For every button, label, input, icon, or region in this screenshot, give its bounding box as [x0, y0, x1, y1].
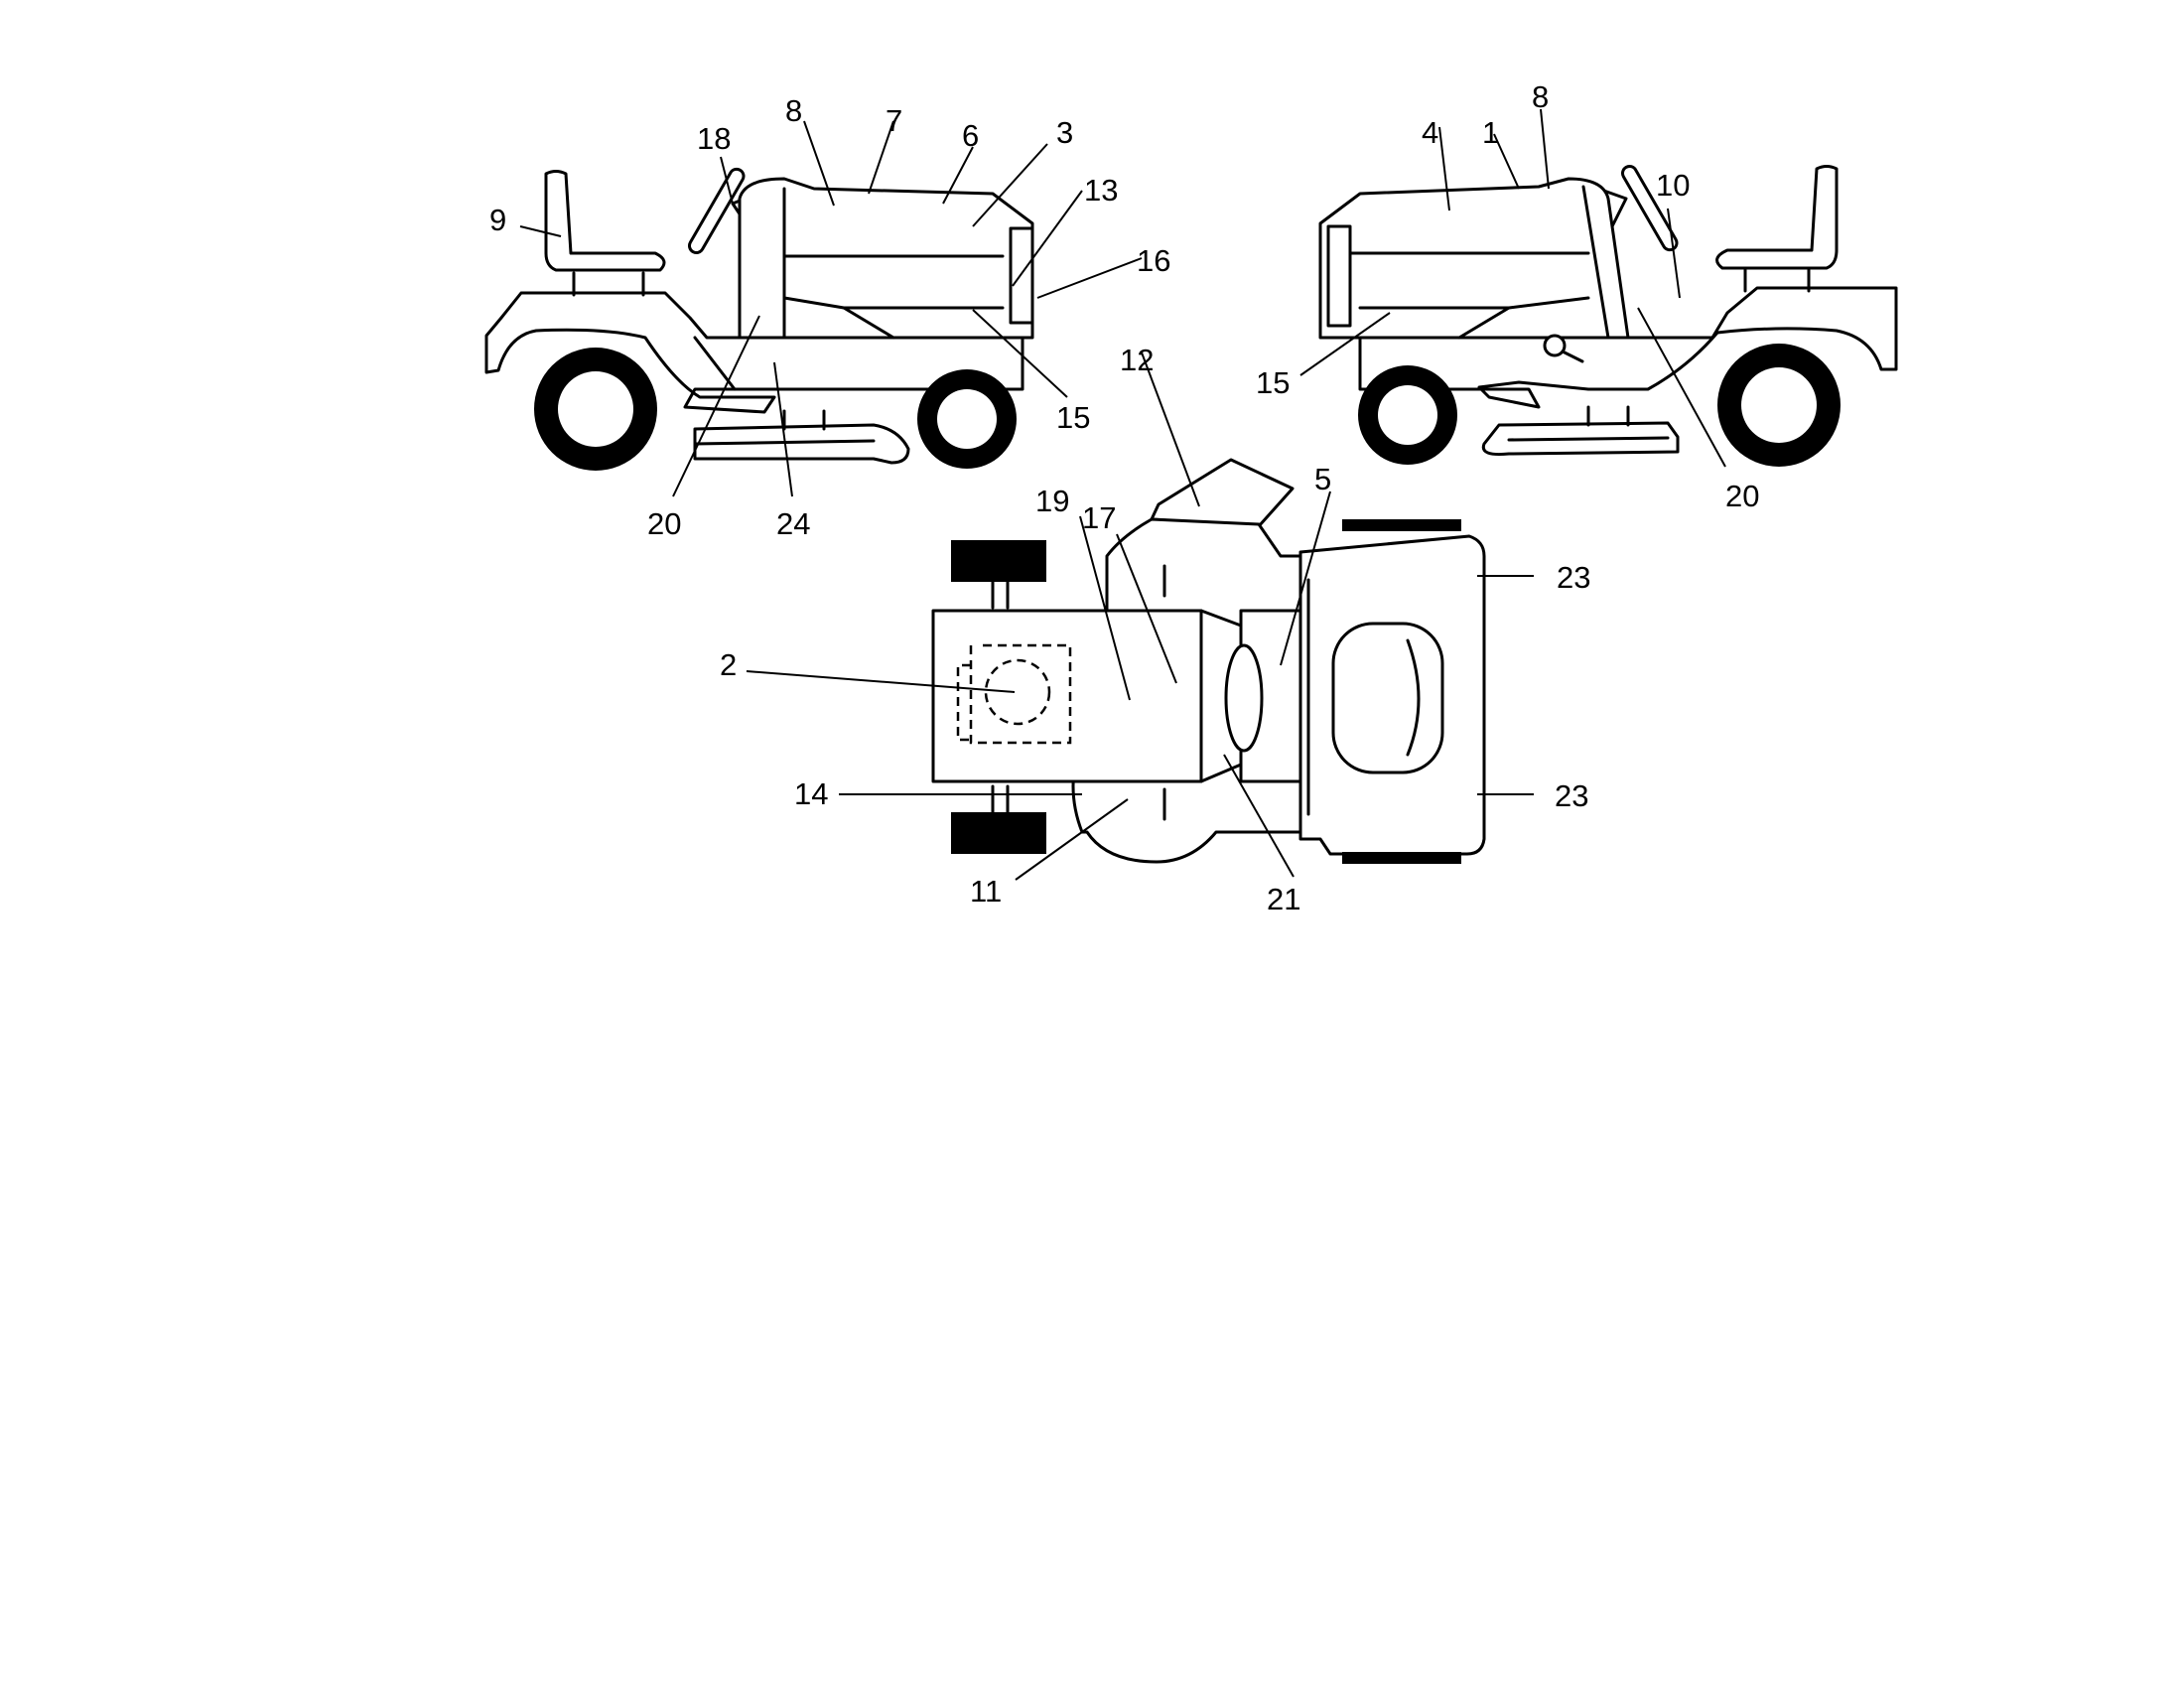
callout-4-right: 4: [1422, 115, 1438, 150]
callout-1-right: 1: [1482, 115, 1499, 150]
callout-7-left: 7: [886, 103, 902, 138]
callout-24-left: 24: [776, 506, 810, 541]
callout-16-left: 16: [1137, 243, 1170, 278]
callout-8-right: 8: [1532, 79, 1549, 114]
steering-wheel-top: [1331, 622, 1444, 774]
callout-5-top: 5: [1314, 462, 1331, 496]
leader-lines-right: [1299, 108, 1726, 468]
callout-19-top: 19: [1035, 484, 1069, 518]
rear-wheel-right: [1717, 344, 1841, 467]
seat-right: [1715, 165, 1839, 293]
callout-13-left: 13: [1084, 173, 1118, 208]
callout-21-top: 21: [1267, 882, 1300, 916]
callout-23-top-upper: 23: [1557, 560, 1590, 595]
callout-23-top-lower: 23: [1555, 778, 1588, 813]
rear-wheel-left: [534, 348, 657, 471]
callout-15-left: 15: [1056, 400, 1090, 435]
tractor-right-side-view: 4 1 8 10 15 20: [1256, 79, 1898, 513]
callout-3-left: 3: [1056, 115, 1073, 150]
callout-6-left: 6: [962, 118, 979, 153]
body-fender-right: [1358, 286, 1898, 409]
callout-9-left: 9: [489, 203, 506, 237]
rear-tire-top-lower: [951, 812, 1046, 854]
callout-14-top: 14: [794, 776, 828, 811]
callout-18-left: 18: [697, 121, 731, 156]
discharge-chute: [1150, 458, 1295, 528]
callout-2-top: 2: [720, 647, 737, 682]
callout-10-right: 10: [1656, 168, 1690, 203]
rear-tire-top-upper: [951, 540, 1046, 582]
callout-20-right: 20: [1725, 479, 1759, 513]
callout-20-left: 20: [647, 506, 681, 541]
callout-17-top: 17: [1082, 500, 1116, 535]
rear-body-top: [931, 609, 1203, 783]
seat-left: [544, 170, 666, 297]
callout-15-right: 15: [1256, 365, 1290, 400]
callout-11-top: 11: [970, 874, 1002, 909]
tractor-top-view: 12 19 17 5 23 23 2 14 11 21: [720, 343, 1590, 916]
callout-8-left: 8: [785, 93, 802, 128]
mower-deck-right: [1481, 405, 1680, 456]
hood-left: [738, 177, 1034, 340]
front-wheel-right: [1358, 365, 1457, 465]
mower-deck-left: [693, 409, 910, 465]
front-wheel-left: [917, 369, 1017, 469]
tractor-left-side-view: 9 18 8 7 6 3 13 16 15 20 24: [484, 93, 1170, 541]
hood-right: [1318, 177, 1630, 363]
callout-12-top: 12: [1120, 343, 1154, 377]
leader-lines-left: [519, 120, 1143, 497]
